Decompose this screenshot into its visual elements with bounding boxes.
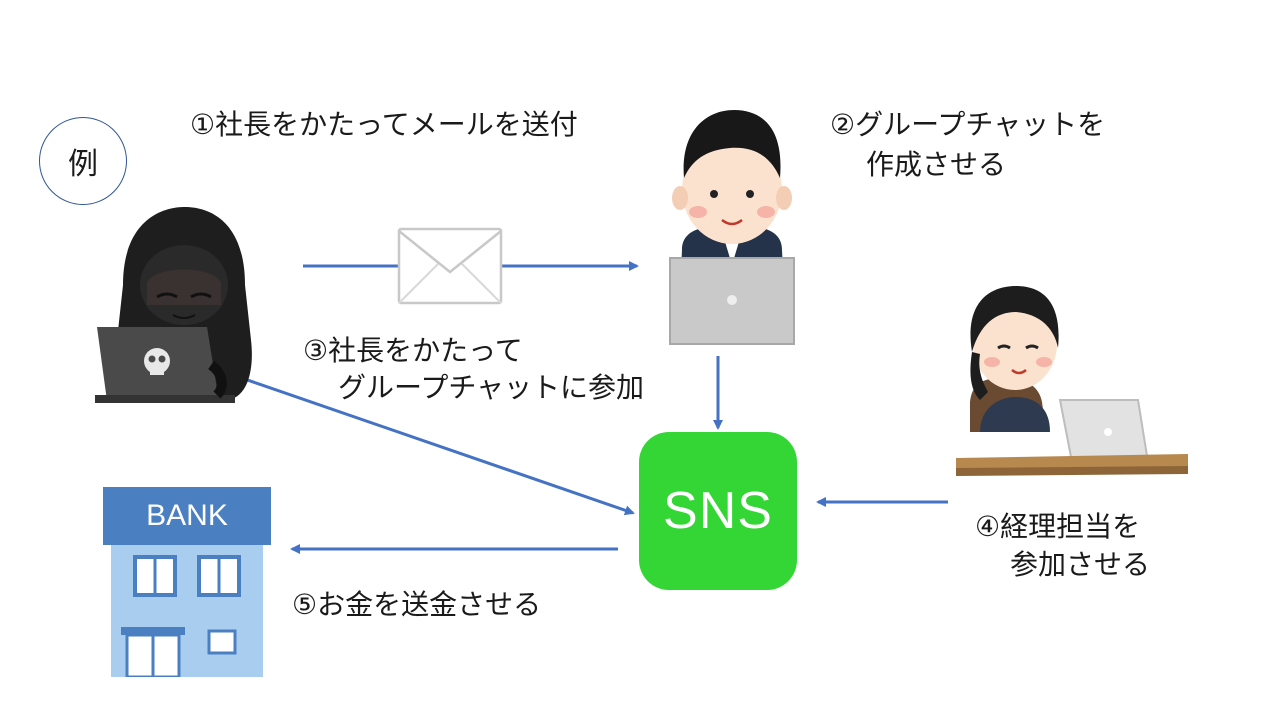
step1-label: ①社長をかたってメールを送付: [190, 108, 578, 141]
arrow-hacker-to-sns: [229, 372, 635, 516]
hacker-icon: [95, 207, 252, 403]
sns-icon: SNS: [639, 432, 797, 590]
step4-label-line2: 参加させる: [1010, 548, 1151, 581]
businessman-icon: [669, 110, 795, 345]
step3-label-line1: ③社長をかたって: [303, 334, 523, 367]
envelope-icon: [397, 227, 503, 305]
accountant-icon: [956, 286, 1188, 476]
step2-label-line2: 作成させる: [866, 148, 1007, 181]
step3-label-line2: グループチャットに参加: [338, 371, 645, 404]
step2-label-line1: ②グループチャットを: [830, 108, 1106, 141]
step5-label: ⑤お金を送金させる: [292, 588, 542, 621]
example-badge: 例: [39, 117, 127, 205]
bank-sign: BANK: [103, 487, 271, 545]
step4-label-line1: ④経理担当を: [975, 510, 1141, 543]
bank-icon: [111, 545, 263, 677]
